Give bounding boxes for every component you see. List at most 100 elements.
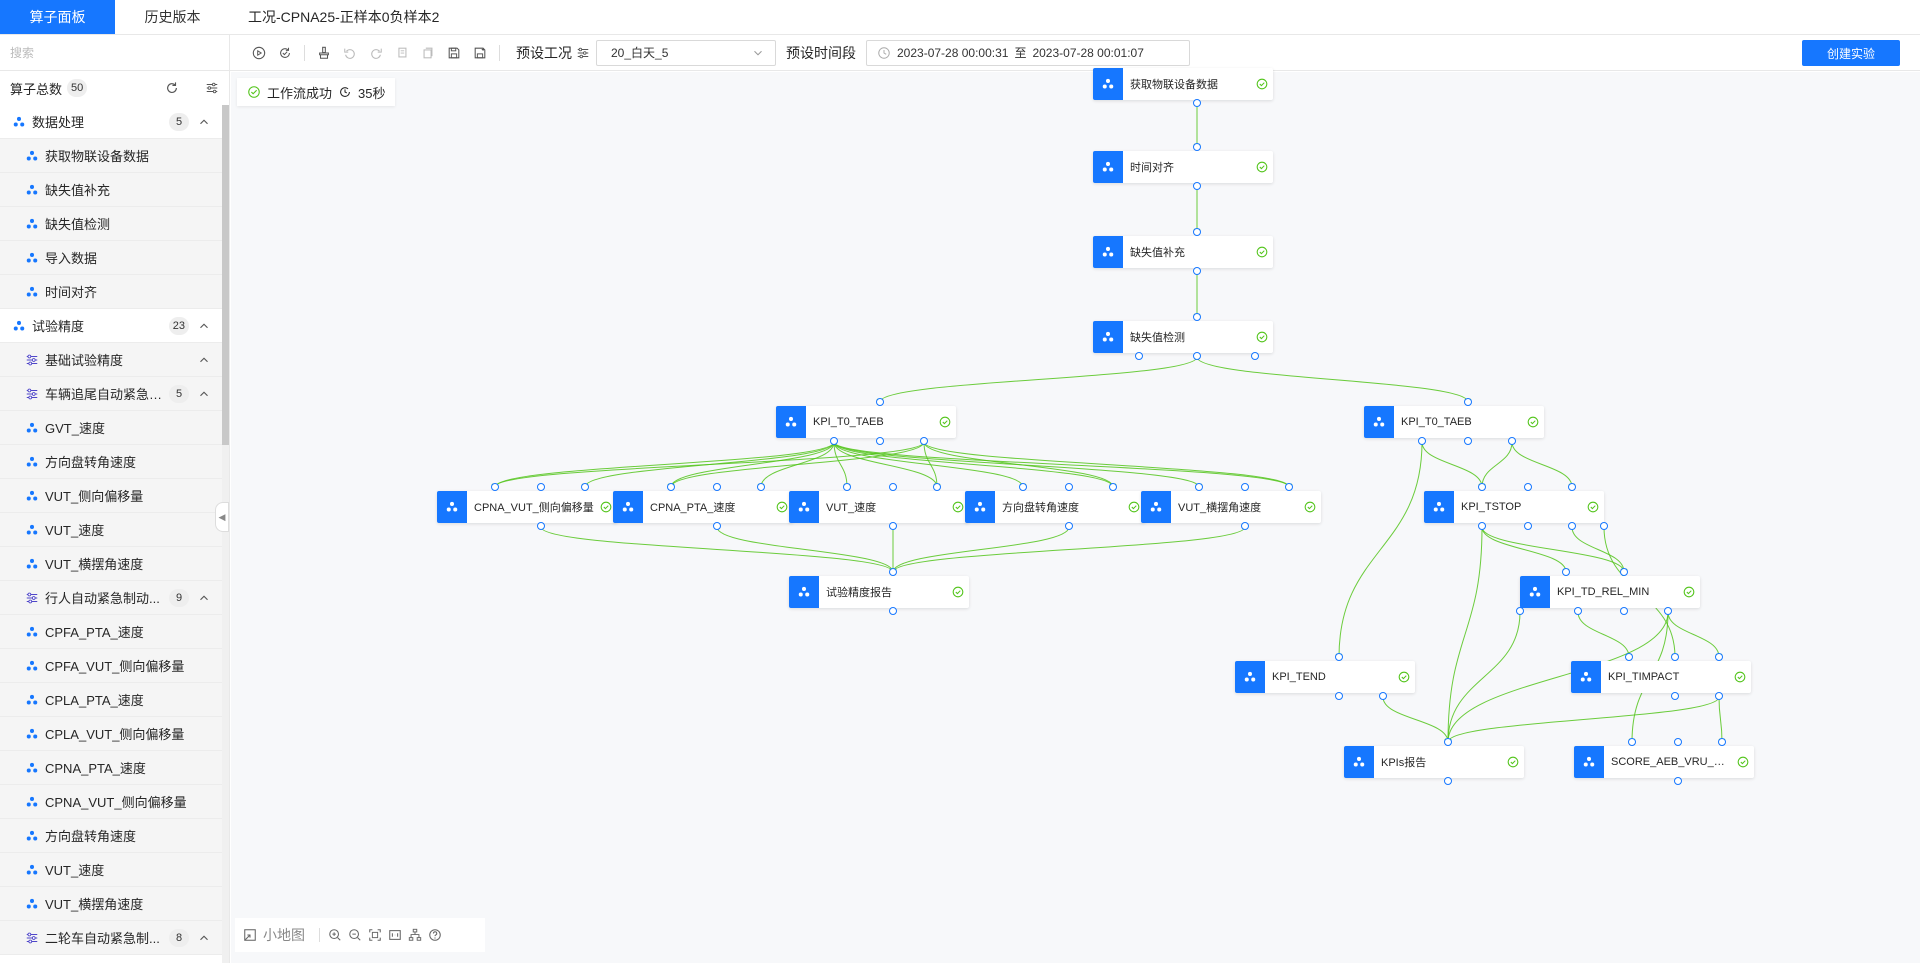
input-port[interactable] bbox=[1674, 738, 1682, 746]
input-port[interactable] bbox=[1524, 483, 1532, 491]
output-port[interactable] bbox=[830, 437, 838, 445]
sidebar-operator-item[interactable]: 缺失值补充 bbox=[0, 173, 223, 207]
workflow-node[interactable]: 获取物联设备数据 bbox=[1093, 68, 1273, 100]
input-port[interactable] bbox=[1285, 483, 1293, 491]
input-port[interactable] bbox=[1193, 143, 1201, 151]
output-port[interactable] bbox=[1464, 437, 1472, 445]
chevron-up-icon[interactable] bbox=[197, 591, 211, 605]
create-experiment-button[interactable]: 创建实验 bbox=[1802, 40, 1900, 66]
chevron-up-icon[interactable] bbox=[197, 353, 211, 367]
output-port[interactable] bbox=[1664, 607, 1672, 615]
workflow-edge[interactable] bbox=[1447, 611, 1521, 743]
workflow-edge[interactable] bbox=[1718, 696, 1723, 743]
workflow-edge[interactable] bbox=[879, 356, 1198, 403]
chevron-up-icon[interactable] bbox=[197, 387, 211, 401]
input-port[interactable] bbox=[1568, 483, 1576, 491]
sidebar-operator-item[interactable]: VUT_侧向偏移量 bbox=[0, 479, 223, 513]
input-port[interactable] bbox=[1562, 568, 1570, 576]
sidebar-operator-item[interactable]: CPNA_PTA_速度 bbox=[0, 751, 223, 785]
input-port[interactable] bbox=[1671, 653, 1679, 661]
sidebar-operator-item[interactable]: CPFA_PTA_速度 bbox=[0, 615, 223, 649]
workflow-edge[interactable] bbox=[1511, 441, 1573, 488]
workflow-node[interactable]: KPI_T0_TAEB bbox=[776, 406, 956, 438]
settings-sliders-icon[interactable] bbox=[576, 46, 590, 60]
sidebar-operator-item[interactable]: VUT_速度 bbox=[0, 513, 223, 547]
sidebar-operator-item[interactable]: CPLA_VUT_侧向偏移量 bbox=[0, 717, 223, 751]
workflow-edge[interactable] bbox=[494, 441, 925, 488]
input-port[interactable] bbox=[1335, 653, 1343, 661]
output-port[interactable] bbox=[1620, 607, 1628, 615]
output-port[interactable] bbox=[889, 522, 897, 530]
input-port[interactable] bbox=[537, 483, 545, 491]
input-port[interactable] bbox=[889, 568, 897, 576]
workflow-edge[interactable] bbox=[892, 526, 1070, 573]
sidebar-operator-item[interactable]: 导入数据 bbox=[0, 241, 223, 275]
workflow-edge[interactable] bbox=[833, 441, 938, 488]
workflow-node[interactable]: CPNA_PTA_速度 bbox=[613, 491, 793, 523]
sidebar-operator-item[interactable]: CPLA_PTA_速度 bbox=[0, 683, 223, 717]
input-port[interactable] bbox=[1193, 228, 1201, 236]
save-button[interactable] bbox=[441, 40, 467, 66]
workflow-edge[interactable] bbox=[670, 441, 925, 488]
output-port[interactable] bbox=[1444, 777, 1452, 785]
actual-size-icon[interactable] bbox=[388, 928, 402, 942]
sidebar-subcategory[interactable]: 车辆追尾自动紧急制动...5 bbox=[0, 377, 223, 411]
workflow-edge[interactable] bbox=[1382, 696, 1449, 743]
input-port[interactable] bbox=[713, 483, 721, 491]
sidebar-operator-item[interactable]: 获取物联设备数据 bbox=[0, 139, 223, 173]
output-port[interactable] bbox=[889, 607, 897, 615]
workflow-edge[interactable] bbox=[1667, 611, 1720, 658]
zoom-out-icon[interactable] bbox=[348, 928, 362, 942]
collapse-sidebar-handle[interactable]: ◀ bbox=[215, 502, 229, 532]
sidebar-operator-item[interactable]: VUT_速度 bbox=[0, 853, 223, 887]
input-port[interactable] bbox=[1628, 738, 1636, 746]
input-port[interactable] bbox=[757, 483, 765, 491]
input-port[interactable] bbox=[1193, 313, 1201, 321]
fit-view-icon[interactable] bbox=[368, 928, 382, 942]
output-port[interactable] bbox=[1508, 437, 1516, 445]
input-port[interactable] bbox=[843, 483, 851, 491]
help-icon[interactable] bbox=[428, 928, 442, 942]
output-port[interactable] bbox=[1193, 352, 1201, 360]
input-port[interactable] bbox=[667, 483, 675, 491]
workflow-edge[interactable] bbox=[716, 526, 894, 573]
workflow-node[interactable]: KPI_TSTOP bbox=[1424, 491, 1604, 523]
sidebar-subcategory[interactable]: 行人自动紧急制动...9 bbox=[0, 581, 223, 615]
output-port[interactable] bbox=[1335, 692, 1343, 700]
tab-operator-panel[interactable]: 算子面板 bbox=[0, 0, 115, 34]
scrollbar-thumb[interactable] bbox=[222, 105, 229, 445]
output-port[interactable] bbox=[1568, 522, 1576, 530]
output-port[interactable] bbox=[1516, 607, 1524, 615]
output-port[interactable] bbox=[1600, 522, 1608, 530]
sidebar-operator-item[interactable]: 时间对齐 bbox=[0, 275, 223, 309]
input-port[interactable] bbox=[876, 398, 884, 406]
workflow-edge[interactable] bbox=[1571, 526, 1625, 573]
input-port[interactable] bbox=[933, 483, 941, 491]
workflow-node[interactable]: KPI_TEND bbox=[1235, 661, 1415, 693]
clear-button[interactable] bbox=[311, 40, 337, 66]
input-port[interactable] bbox=[1109, 483, 1117, 491]
workflow-node[interactable]: KPI_T0_TAEB bbox=[1364, 406, 1544, 438]
input-port[interactable] bbox=[1718, 738, 1726, 746]
sidebar-operator-item[interactable]: VUT_横摆角速度 bbox=[0, 547, 223, 581]
workflow-node[interactable]: KPI_TD_REL_MIN bbox=[1520, 576, 1700, 608]
workflow-node[interactable]: VUT_速度 bbox=[789, 491, 969, 523]
save-as-button[interactable] bbox=[467, 40, 493, 66]
workflow-edge[interactable] bbox=[670, 441, 835, 488]
time-range-picker[interactable]: 2023-07-28 00:00:31 至 2023-07-28 00:01:0… bbox=[866, 39, 1190, 66]
workflow-edge[interactable] bbox=[1338, 441, 1423, 658]
sidebar-operator-item[interactable]: GVT_速度 bbox=[0, 411, 223, 445]
workflow-node[interactable]: SCORE_AEB_VRU_CPNA bbox=[1574, 746, 1754, 778]
workflow-edge[interactable] bbox=[923, 441, 938, 488]
output-port[interactable] bbox=[1241, 522, 1249, 530]
output-port[interactable] bbox=[1379, 692, 1387, 700]
output-port[interactable] bbox=[876, 437, 884, 445]
workflow-edge[interactable] bbox=[833, 441, 1114, 488]
output-port[interactable] bbox=[1193, 182, 1201, 190]
workflow-node[interactable]: VUT_横摆角速度 bbox=[1141, 491, 1321, 523]
output-port[interactable] bbox=[1065, 522, 1073, 530]
input-port[interactable] bbox=[889, 483, 897, 491]
workflow-edge[interactable] bbox=[494, 441, 835, 488]
workflow-edge[interactable] bbox=[1481, 526, 1567, 573]
